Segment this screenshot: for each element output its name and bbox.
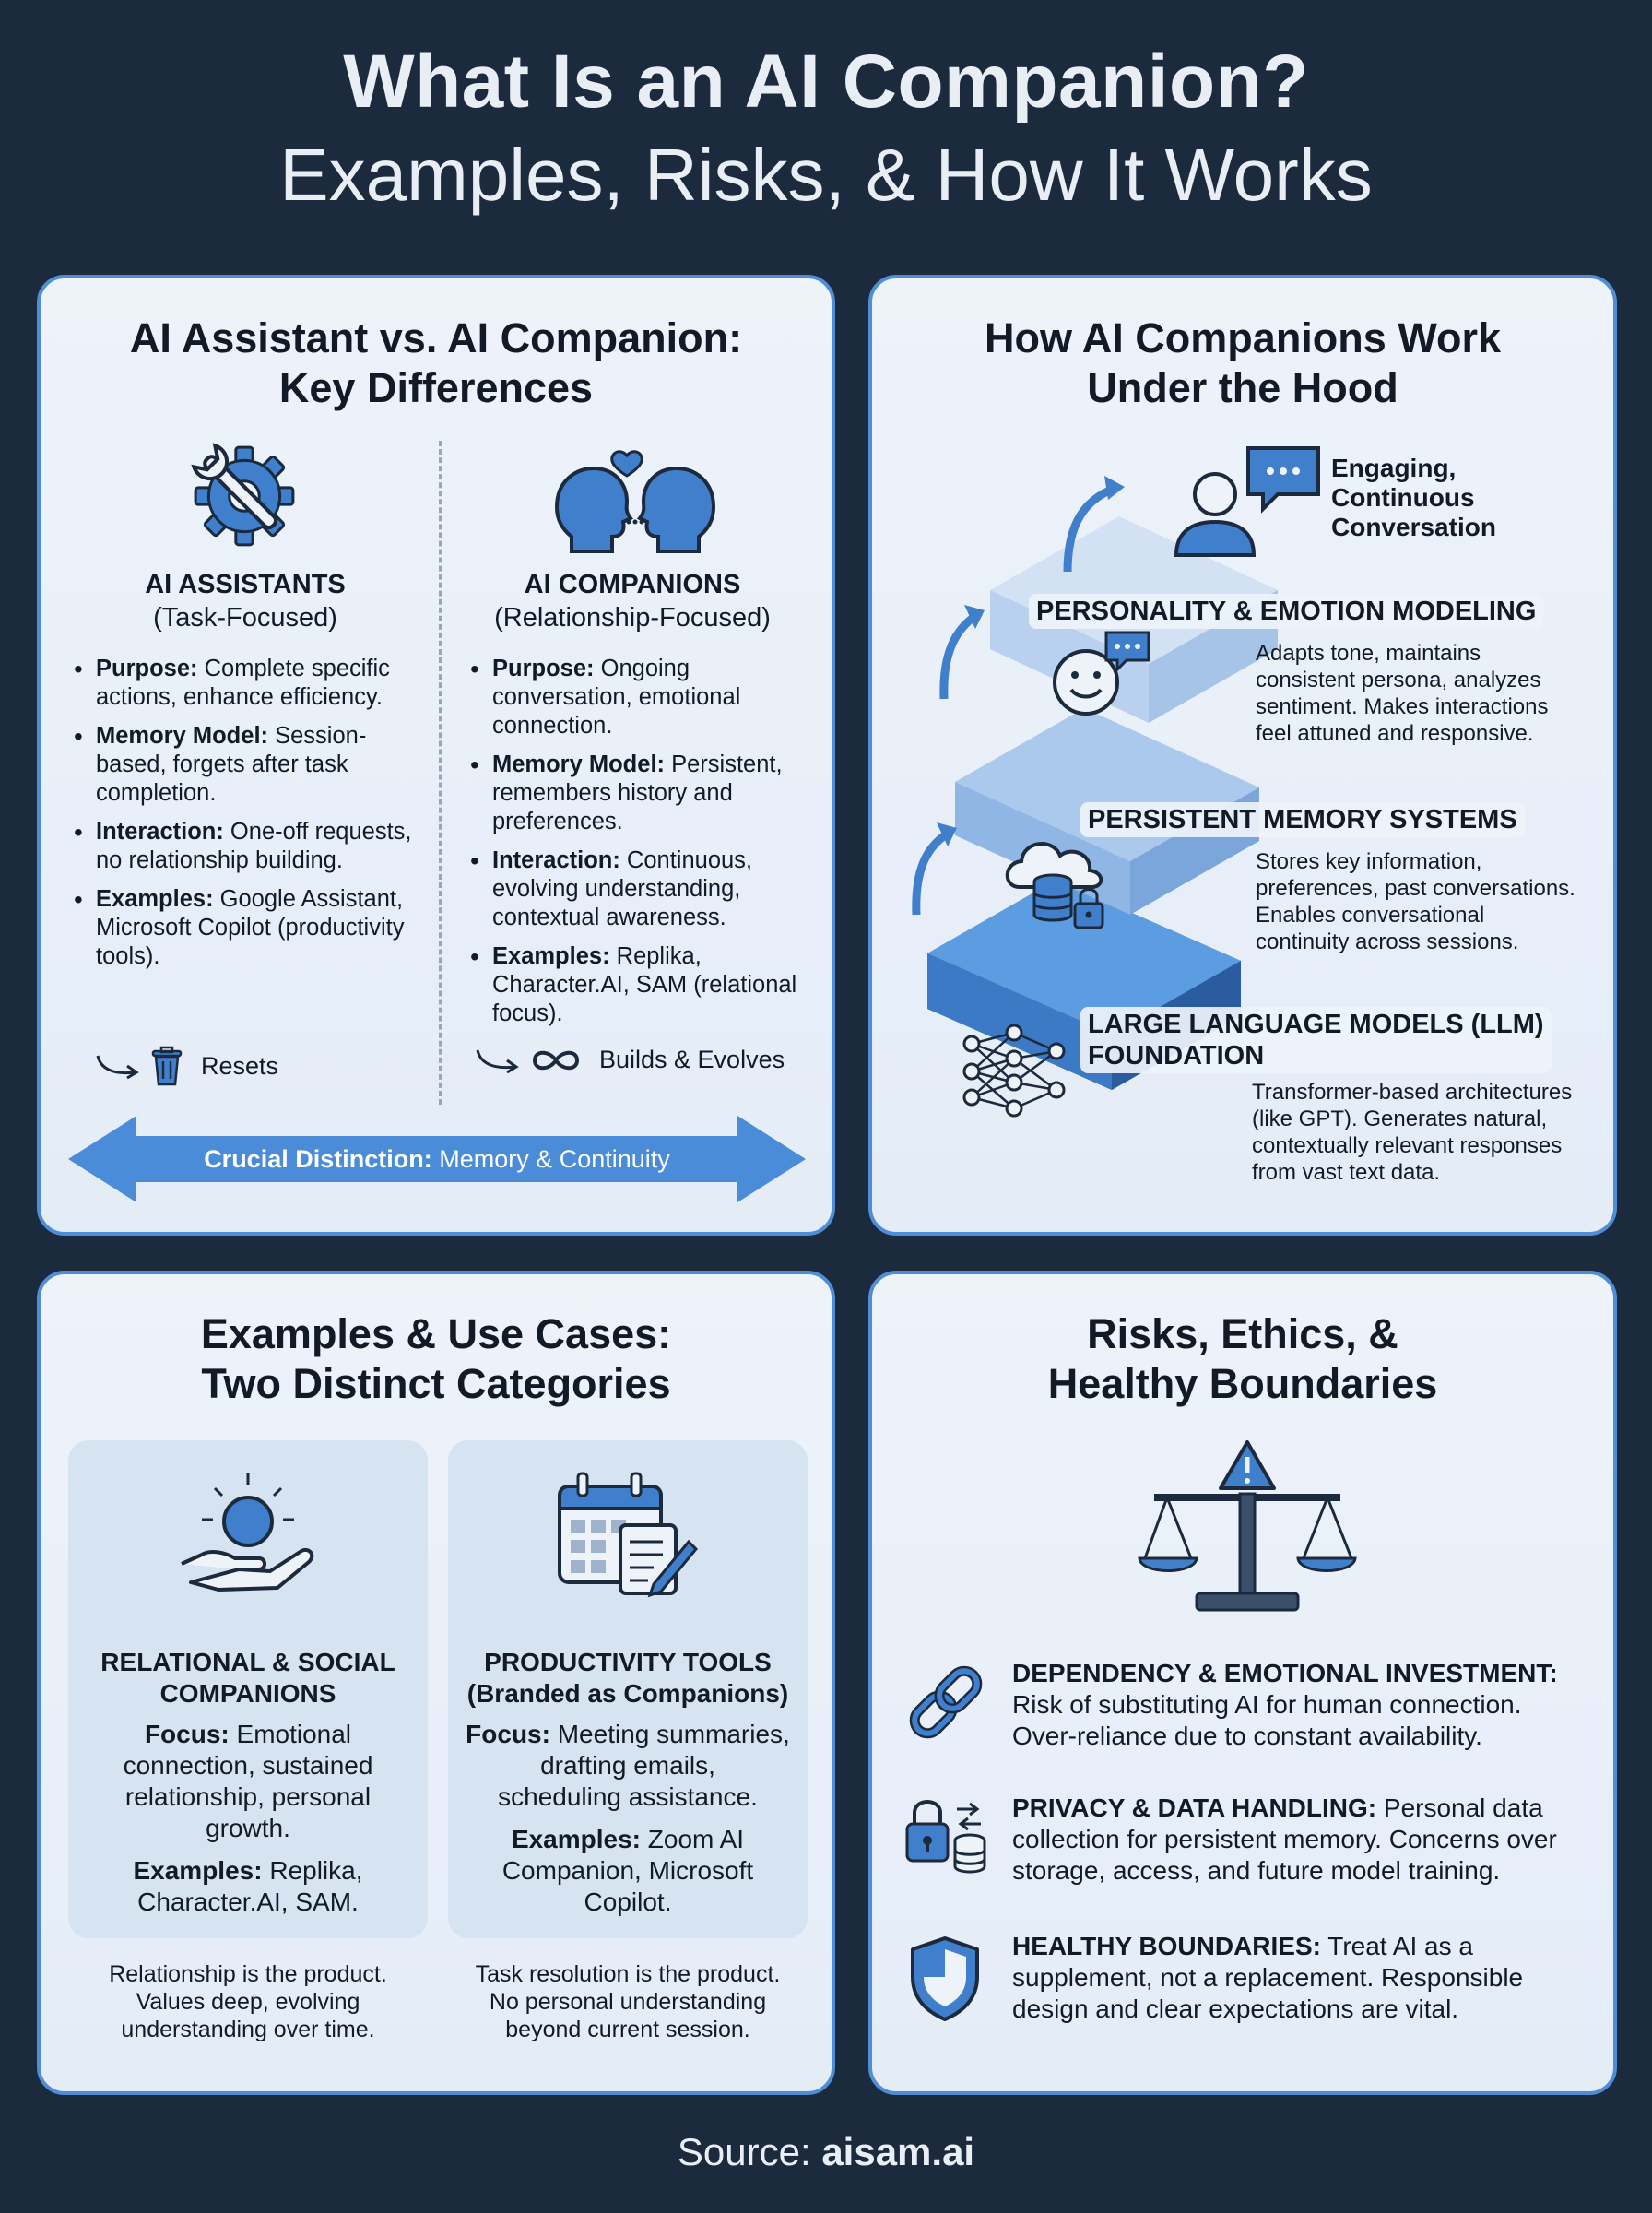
conversation-label: Engaging, Continuous Conversation (1331, 454, 1496, 541)
scales-warning-icon (1138, 1440, 1357, 1612)
productivity-examples: Examples: Zoom AI Companion, Microsoft C… (502, 1825, 754, 1916)
risks-panel: Risks, Ethics, & Healthy Boundaries DEPE… (868, 1271, 1617, 2095)
productivity-title: PRODUCTIVITY TOOLS (Branded as Companion… (466, 1648, 789, 1708)
relational-examples: Examples: Replika, Character.AI, SAM. (133, 1856, 363, 1916)
lock-database-icon (905, 1800, 986, 1874)
list-item: Interaction: One-off requests, no relati… (74, 818, 424, 875)
relational-card: RELATIONAL & SOCIAL COMPANIONS Focus: Em… (68, 1440, 428, 1938)
page-title: What Is an AI Companion? (343, 40, 1309, 124)
relational-focus: Focus: Emotional connection, sustained r… (123, 1720, 373, 1842)
companions-header: AI COMPANIONS (Relationship-Focused) (494, 570, 771, 633)
assistants-outcome: Resets (96, 1046, 278, 1086)
differences-panel: AI Assistant vs. AI Companion: Key Diffe… (37, 275, 835, 1236)
chain-link-icon (909, 1665, 983, 1739)
how-it-works-title: How AI Companions Work Under the Hood (984, 314, 1502, 411)
productivity-focus: Focus: Meeting summaries, drafting email… (466, 1720, 790, 1811)
source-credit: Source: aisam.ai (677, 2130, 975, 2173)
distinction-label: Crucial Distinction: Memory & Continuity (204, 1145, 670, 1173)
productivity-card: PRODUCTIVITY TOOLS (Branded as Companion… (448, 1440, 808, 1938)
cloud-database-lock-icon (1005, 842, 1104, 929)
column-divider (439, 441, 442, 1105)
list-item: Interaction: Continuous, evolving unders… (470, 846, 820, 932)
distinction-arrow (68, 1116, 806, 1202)
person-chat-icon (1174, 446, 1320, 557)
companions-outcome: Builds & Evolves (476, 1046, 785, 1074)
companions-list: Purpose: Ongoing conversation, emotional… (470, 655, 820, 1038)
curved-arrow-icon (476, 1049, 519, 1073)
layer-label-memory: PERSISTENT MEMORY SYSTEMS (1080, 802, 1525, 837)
risk-item-boundaries: HEALTHY BOUNDARIES: Treat AI as a supple… (1012, 1932, 1524, 2023)
hand-lightbulb-icon (181, 1473, 314, 1592)
shield-icon (911, 1936, 979, 2021)
calendar-notepad-icon (558, 1472, 698, 1598)
infinity-icon (532, 1050, 580, 1070)
layer-label-llm: LARGE LANGUAGE MODELS (LLM) FOUNDATION (1080, 1007, 1552, 1073)
gear-wrench-icon (191, 443, 295, 547)
list-item: Examples: Replika, Character.AI, SAM (re… (470, 942, 820, 1028)
list-item: Examples: Google Assistant, Microsoft Co… (74, 885, 424, 971)
heads-heart-icon (554, 450, 716, 553)
layer-desc-llm: Transformer-based architectures (like GP… (1252, 1080, 1573, 1185)
relational-footer: Relationship is the product. Values deep… (109, 1961, 387, 2042)
neural-network-icon (962, 1024, 1066, 1118)
trash-icon (151, 1046, 183, 1086)
page-subtitle: Examples, Risks, & How It Works (279, 134, 1373, 216)
examples-panel: Examples & Use Cases: Two Distinct Categ… (37, 1271, 835, 2095)
layer-label-personality: PERSONALITY & EMOTION MODELING (1029, 594, 1544, 629)
differences-title: AI Assistant vs. AI Companion: Key Diffe… (129, 314, 743, 411)
list-item: Purpose: Ongoing conversation, emotional… (470, 655, 820, 740)
how-it-works-panel: How AI Companions Work Under the Hood (868, 275, 1617, 1236)
examples-title: Examples & Use Cases: Two Distinct Categ… (200, 1310, 672, 1407)
list-item: Memory Model: Persistent, remembers hist… (470, 751, 820, 836)
smiley-chat-icon (1053, 631, 1150, 716)
layer-desc-memory: Stores key information, preferences, pas… (1256, 849, 1575, 954)
list-item: Memory Model: Session-based, forgets aft… (74, 722, 424, 808)
risk-item-dependency: DEPENDENCY & EMOTIONAL INVESTMENT: Risk … (1012, 1659, 1558, 1750)
risk-item-privacy: PRIVACY & DATA HANDLING: Personal data c… (1012, 1793, 1557, 1885)
curved-arrow-icon (96, 1055, 139, 1080)
page-header: What Is an AI Companion? Examples, Risks… (0, 37, 1652, 223)
list-item: Purpose: Complete specific actions, enha… (74, 655, 424, 712)
layer-desc-personality: Adapts tone, maintains consistent person… (1256, 641, 1549, 746)
assistants-list: Purpose: Complete specific actions, enha… (74, 655, 424, 981)
assistants-header: AI ASSISTANTS (Task-Focused) (145, 570, 346, 633)
risks-title: Risks, Ethics, & Healthy Boundaries (1047, 1310, 1438, 1407)
productivity-footer: Task resolution is the product. No perso… (475, 1961, 781, 2042)
relational-title: RELATIONAL & SOCIAL COMPANIONS (100, 1648, 395, 1708)
